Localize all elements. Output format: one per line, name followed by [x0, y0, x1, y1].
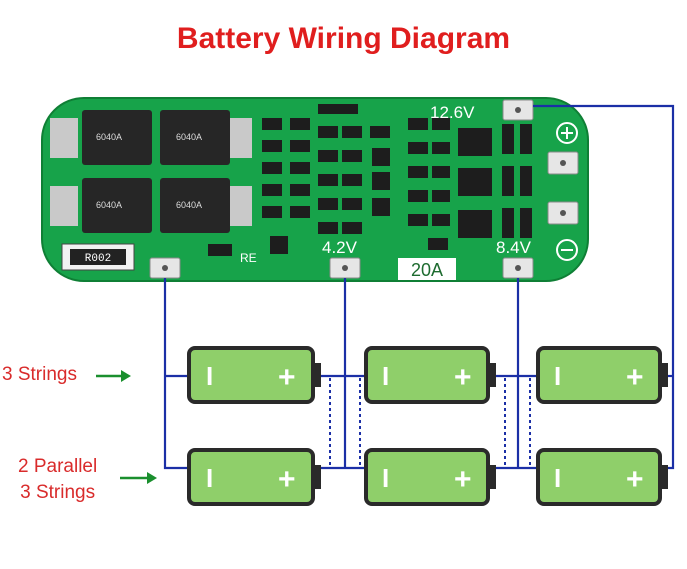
battery-cell: I + [364, 448, 496, 506]
wire-b-minus [163, 278, 190, 470]
voltage-label-top: 12.6V [430, 103, 475, 122]
battery-cell: I + [187, 346, 321, 404]
current-rating-box [398, 258, 456, 280]
component-grid [208, 104, 532, 256]
wires [163, 104, 675, 470]
resistor-code: R002 [85, 253, 111, 265]
battery-row-series: I + I + I + [187, 346, 668, 404]
battery-neg-symbol: I [554, 463, 561, 493]
mosfet-code: 6040A [176, 132, 202, 142]
current-rating: 20A [411, 260, 443, 280]
battery-pos-symbol: + [278, 463, 296, 496]
battery-neg-symbol: I [206, 463, 213, 493]
minus-terminal-icon [556, 239, 578, 261]
label-parallel-line2: 3 Strings [20, 482, 96, 503]
battery-neg-symbol: I [554, 361, 561, 391]
battery-pos-symbol: + [454, 361, 472, 394]
battery-cell: I + [364, 346, 496, 404]
battery-neg-symbol: I [382, 361, 389, 391]
battery-pos-symbol: + [626, 463, 644, 496]
battery-neg-symbol: I [382, 463, 389, 493]
battery-row-parallel: I + I + I + [187, 448, 668, 506]
mosfet-tabs [50, 118, 252, 226]
battery-cell: I + [187, 448, 321, 506]
voltage-label-4v2: 4.2V [322, 238, 358, 257]
mosfet-tab [230, 118, 252, 158]
arrow-icon [120, 472, 157, 484]
label-series-strings: 3 Strings [2, 364, 77, 385]
mosfet-code: 6040A [96, 200, 122, 210]
mosfet [82, 178, 152, 233]
mosfet-tab [50, 118, 78, 158]
plus-terminal-icon [556, 122, 578, 144]
bms-board: 6040A 6040A 6040A 6040A R002 [41, 97, 589, 282]
mosfet [82, 110, 152, 165]
battery-cell: I + [536, 448, 668, 506]
parallel-dotted-links [164, 378, 674, 466]
mosfet [160, 178, 230, 233]
battery-pos-symbol: + [454, 463, 472, 496]
label-parallel-line1: 2 Parallel [18, 456, 98, 477]
mosfet-group [82, 110, 230, 233]
re-label: RE [240, 251, 257, 265]
mosfet-tab [50, 186, 78, 226]
arrow-icon [96, 370, 131, 382]
mosfet [160, 110, 230, 165]
mosfet-code: 6040A [96, 132, 122, 142]
battery-cell: I + [536, 346, 668, 404]
voltage-label-8v4: 8.4V [496, 238, 532, 257]
battery-pos-symbol: + [278, 361, 296, 394]
mosfet-tab [230, 186, 252, 226]
diagram-title: Battery Wiring Diagram [176, 22, 511, 55]
mosfet-code: 6040A [176, 200, 202, 210]
battery-neg-symbol: I [206, 361, 213, 391]
label-parallel-strings: 2 Parallel 3 Strings [18, 454, 97, 506]
battery-pos-symbol: + [626, 361, 644, 394]
